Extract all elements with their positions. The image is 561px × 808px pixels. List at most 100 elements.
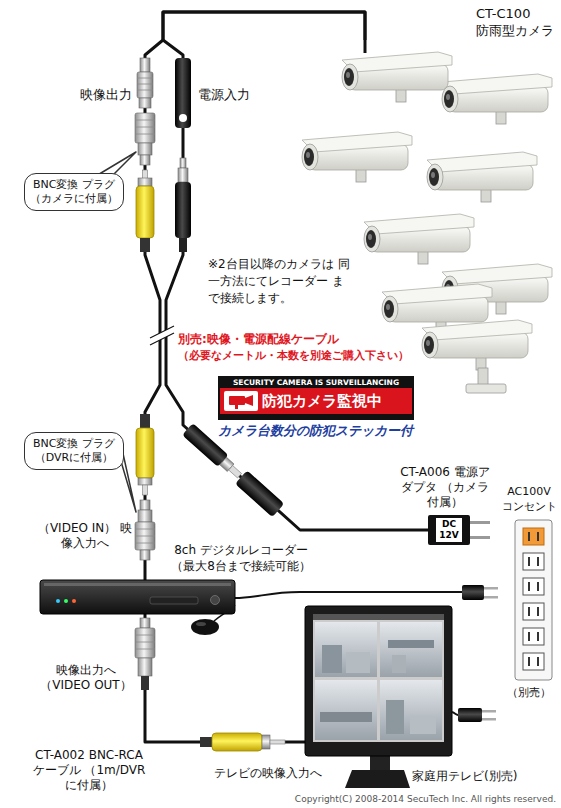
bnc-jack — [140, 58, 150, 72]
power-strip-illustration — [515, 520, 552, 680]
port-label: テレビの映像入力へ — [214, 765, 344, 782]
bnc-rca-adapter — [135, 536, 155, 537]
tv-illustration — [386, 700, 404, 734]
tv-illustration — [315, 622, 377, 677]
bnc-rca-adapter — [135, 113, 155, 165]
power-strip-illustration — [528, 607, 530, 616]
dvr-illustration — [484, 587, 498, 590]
camera-illustration — [466, 384, 506, 393]
tv-illustration — [315, 680, 377, 740]
bnc-plug — [135, 649, 155, 650]
tv-illustration — [305, 606, 496, 788]
bnc-plug — [135, 635, 155, 636]
rca-plug — [270, 740, 285, 744]
dc-plug-diagonal — [235, 470, 284, 517]
callout-bubble: BNC変換 プラグ （カメラに付属） — [24, 173, 124, 211]
adapter-prongs — [470, 536, 490, 539]
tv-illustration — [380, 622, 442, 677]
dvr-illustration — [72, 599, 76, 603]
power-strip-illustration — [537, 657, 539, 666]
tv-illustration — [320, 712, 372, 722]
dc-jack — [175, 58, 191, 128]
bnc-jack — [137, 90, 153, 91]
tv-illustration — [346, 652, 370, 673]
tv-illustration — [370, 756, 390, 770]
power-strip-illustration — [523, 653, 544, 670]
rca-plug — [212, 733, 262, 751]
camera-illustration — [364, 214, 474, 264]
power-strip-illustration — [537, 632, 539, 641]
camera-illustration — [478, 368, 488, 386]
tv-illustration — [322, 645, 342, 673]
rca-plug — [136, 428, 154, 478]
callout-bubble: BNC変換 プラグ （DVRに付属） — [24, 432, 124, 470]
dvr-illustration — [44, 583, 231, 586]
bnc-jack — [137, 58, 153, 108]
camera-illustration — [342, 52, 452, 102]
power-strip-illustration — [537, 582, 539, 591]
adapter-prongs — [470, 521, 490, 524]
power-strip-illustration — [523, 603, 544, 620]
dvr-illustration — [196, 622, 206, 626]
tv-illustration — [452, 712, 458, 715]
dc-jack — [179, 114, 187, 122]
dvr-recorder: 8ch デジタルレコーダー （最大8台まで接続可能） — [40, 580, 235, 614]
tv-illustration — [482, 710, 496, 713]
bnc-jack — [137, 78, 153, 79]
bnc-rca-adapter — [140, 500, 150, 510]
bnc-rca-adapter — [135, 113, 155, 143]
power-strip-illustration — [537, 532, 539, 541]
sticker-banner: SECURITY CAMERA IS SURVEILLANCING — [220, 378, 412, 388]
power-strip-illustration — [528, 657, 530, 666]
rca-plug — [136, 414, 154, 495]
rca-plug — [200, 733, 285, 751]
bnc-plug — [135, 618, 155, 690]
dc-plug — [179, 238, 187, 252]
sticker-camera-icon — [229, 396, 245, 405]
power-strip-illustration — [528, 557, 530, 566]
bnc-jack — [137, 84, 153, 85]
rca-plug — [136, 186, 154, 238]
dc-plug — [175, 182, 191, 238]
camera-illustration — [364, 40, 367, 53]
power-strip-illustration — [528, 632, 530, 641]
rca-plug — [138, 478, 152, 485]
sticker-camera-icon — [224, 391, 258, 411]
tv-illustration — [313, 614, 444, 620]
tv-illustration — [305, 606, 452, 756]
adapter-prongs — [470, 521, 490, 539]
cable-break-mark — [150, 326, 174, 338]
tv-illustration — [458, 708, 482, 722]
port-label: （VIDEO IN） 映像入力へ — [36, 521, 134, 551]
tv-illustration — [388, 640, 434, 648]
camera-illustration — [422, 320, 532, 370]
bnc-rca-adapter — [135, 120, 155, 121]
copyright: Copyright(C) 2008-2014 SecuTech Inc. All… — [226, 794, 556, 804]
bnc-rca-adapter — [140, 155, 150, 165]
bnc-rca-adapter — [135, 127, 155, 128]
bnc-rca-adapter — [135, 134, 155, 135]
callout-text: BNC変換 プラグ （カメラに付属） — [28, 178, 120, 206]
power-strip-illustration — [515, 520, 552, 680]
port-label: 電源入力 — [198, 86, 278, 104]
bnc-rca-adapter — [135, 500, 155, 560]
rca-plug — [140, 238, 150, 252]
tv-illustration — [345, 770, 410, 788]
rca-plug — [143, 485, 148, 495]
sticker-camera-icon — [245, 395, 253, 406]
dc-plug-diagonal — [229, 466, 242, 478]
adapter-heading: CT-A006 電源アダプタ （カメラ付属） — [397, 465, 493, 510]
cable-line — [145, 12, 365, 580]
model-number: CT-C100 — [476, 6, 530, 21]
tv-heading: 家庭用テレビ(別売) — [412, 768, 517, 785]
sticker-camera-icon — [224, 391, 258, 411]
adapter-rating: DC 12V — [436, 518, 462, 542]
dvr-illustration — [484, 596, 498, 599]
sticker-main: 防犯カメラ監視中 — [220, 388, 412, 414]
bnc-plug — [141, 676, 149, 690]
bnc-rca-adapter — [138, 510, 152, 522]
dvr-illustration — [40, 580, 235, 614]
bnc-plug — [138, 658, 152, 676]
camera-illustration — [302, 40, 552, 393]
tv-illustration — [410, 716, 436, 734]
